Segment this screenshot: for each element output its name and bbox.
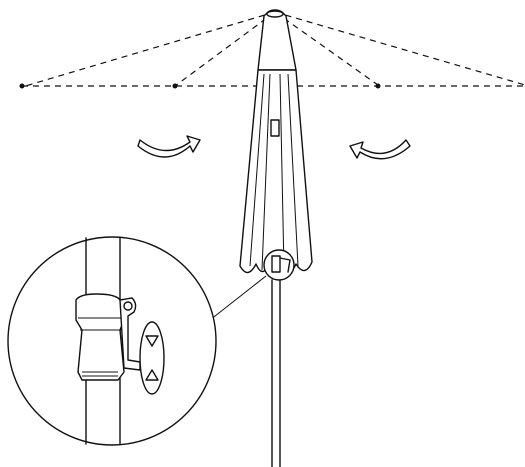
crank-highlight-circle: [263, 249, 295, 281]
rotation-arrow-left-icon: [137, 135, 201, 158]
open-canopy-dashed-ribs: [19, 11, 525, 89]
umbrella-pole: [271, 279, 281, 467]
detail-connector-line: [209, 275, 267, 321]
crank-detail-zoom: [7, 236, 217, 446]
rotation-arrow-right-icon: [349, 139, 411, 160]
closed-canopy: [239, 9, 313, 274]
